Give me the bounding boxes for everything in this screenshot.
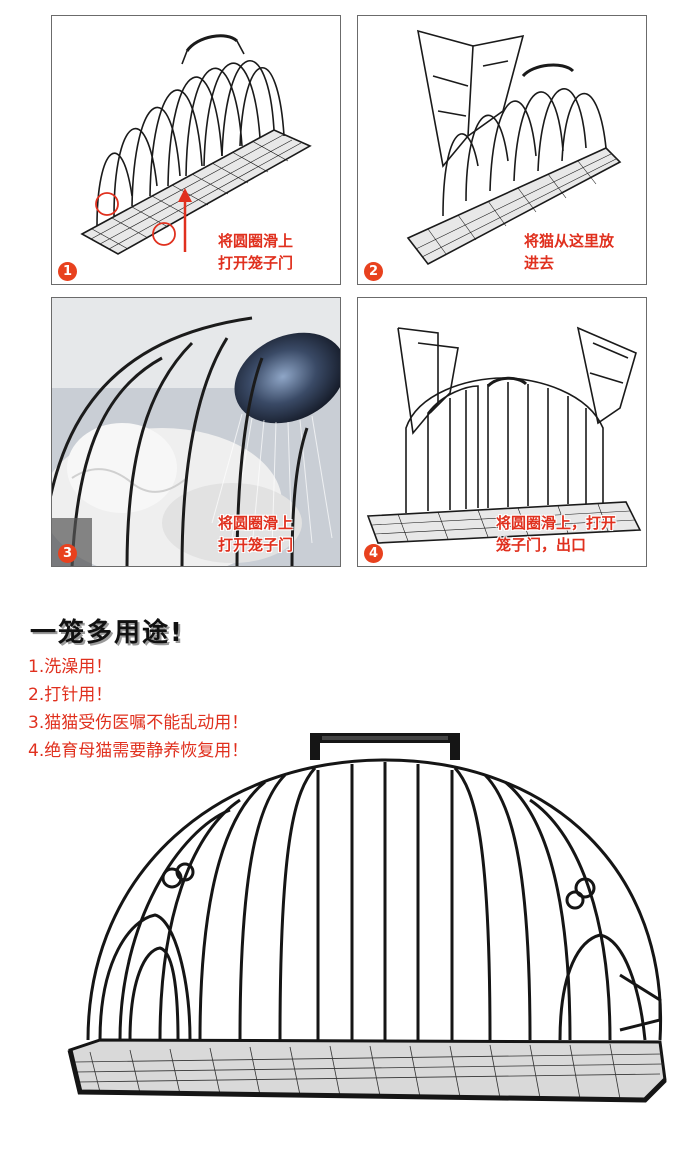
cage-product-image bbox=[67, 733, 667, 1103]
cage-illustration-exit bbox=[366, 326, 642, 544]
step-number-badge: 2 bbox=[364, 262, 383, 281]
use-item: 1.洗澡用！ bbox=[28, 657, 113, 677]
step-panel-1: 1 将圆圈滑上 打开笼子门 bbox=[51, 15, 341, 285]
step-caption: 将圆圈滑上，打开 笼子门，出口 bbox=[496, 514, 617, 554]
step-number-badge: 4 bbox=[364, 544, 383, 563]
highlight-circle bbox=[152, 222, 176, 246]
step-caption: 将猫从这里放 进去 bbox=[524, 232, 615, 272]
cat-bathing-photo bbox=[52, 298, 340, 566]
cage-illustration-door-open bbox=[406, 29, 622, 266]
step-caption: 将圆圈滑上 打开笼子门 bbox=[218, 232, 294, 272]
step-caption: 将圆圈滑上 打开笼子门 bbox=[218, 514, 294, 554]
use-item: 2.打针用！ bbox=[28, 685, 113, 705]
up-arrow-icon bbox=[178, 188, 192, 252]
use-item: 4.绝育母猫需要静养恢复用！ bbox=[28, 741, 249, 761]
highlight-circle bbox=[95, 192, 119, 216]
page-headline: 一笼多用途! bbox=[30, 618, 184, 648]
use-item: 3.猫猫受伤医嘱不能乱动用！ bbox=[28, 713, 249, 733]
step-number-badge: 3 bbox=[58, 544, 77, 563]
cage-illustration-closed bbox=[80, 34, 312, 255]
step-panel-3: 3 将圆圈滑上 打开笼子门 bbox=[51, 297, 341, 567]
step-number-badge: 1 bbox=[58, 262, 77, 281]
step-panel-4: 4 将圆圈滑上，打开 笼子门，出口 bbox=[357, 297, 647, 567]
step-panel-2: 2 将猫从这里放 进去 bbox=[357, 15, 647, 285]
